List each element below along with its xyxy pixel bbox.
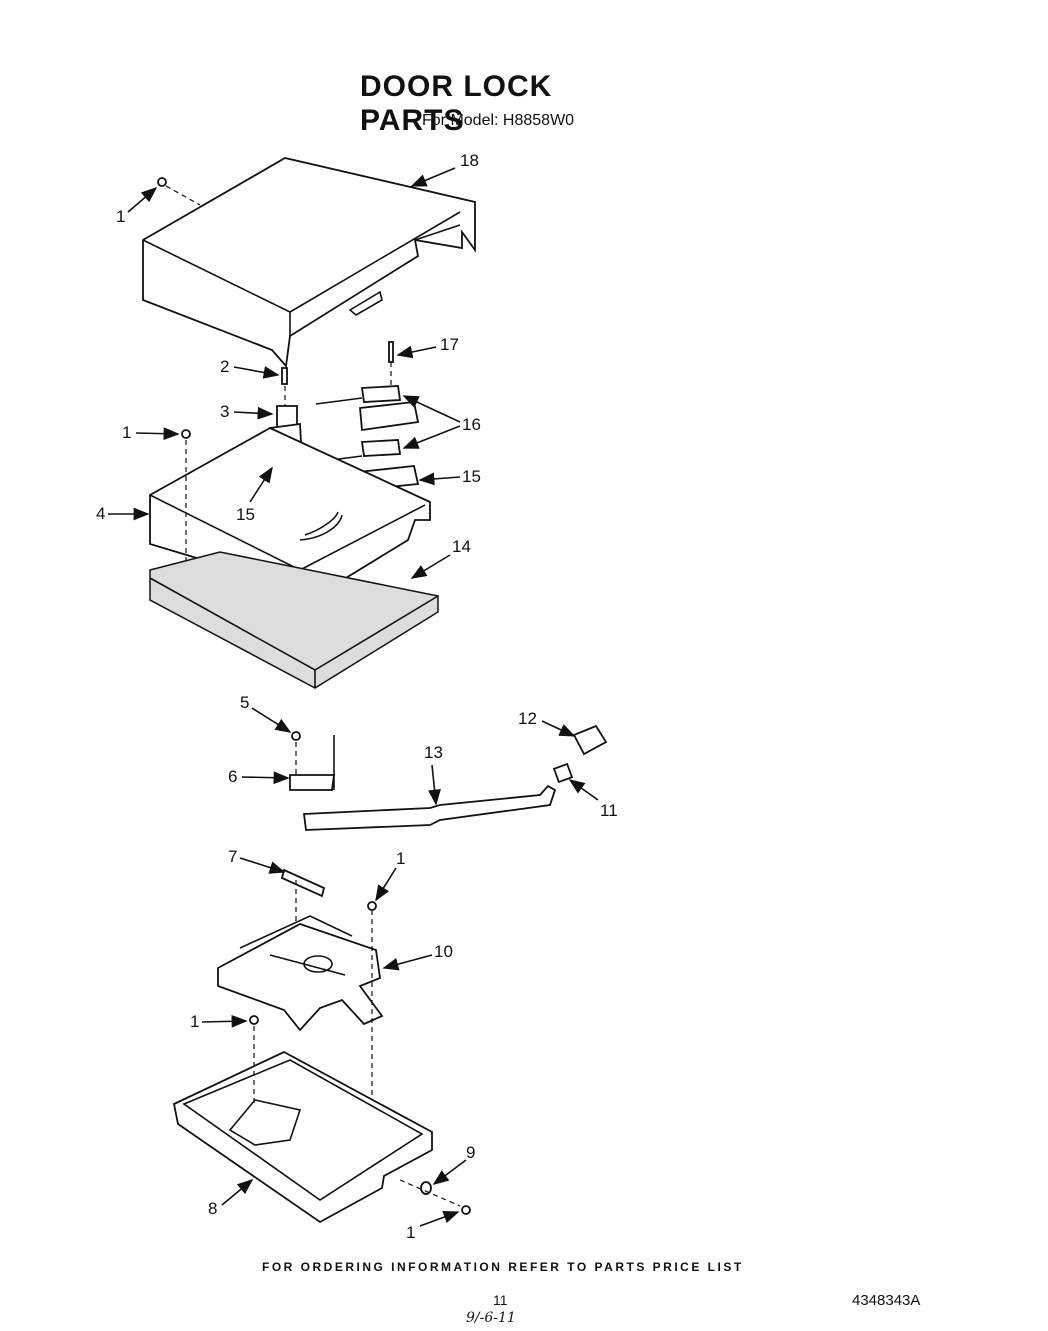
part-16-switch-upper bbox=[315, 385, 420, 432]
part-5-screw bbox=[291, 731, 301, 741]
callout-1: 1 bbox=[116, 207, 125, 226]
callout-labels: 18 1 17 2 3 16 1 15 15 4 14 5 12 13 6 11… bbox=[96, 151, 618, 1242]
part-9-grommet bbox=[420, 1181, 432, 1195]
callout-3: 3 bbox=[220, 402, 229, 421]
part-1-screw-bottom bbox=[461, 1205, 471, 1215]
part-14-insulation bbox=[149, 551, 439, 689]
model-subtitle: For Model: H8858W0 bbox=[422, 112, 575, 129]
part-8-base-tray bbox=[172, 1050, 433, 1224]
callout-17: 17 bbox=[440, 335, 459, 354]
callout-4: 4 bbox=[96, 504, 105, 523]
part-1-screw-left bbox=[181, 429, 191, 439]
callout-15: 15 bbox=[462, 467, 481, 486]
callout-11: 11 bbox=[600, 801, 618, 820]
part-13-rod bbox=[302, 784, 557, 831]
part-7-pin bbox=[280, 868, 326, 898]
part-6-plate bbox=[289, 735, 336, 791]
page-number: 11 bbox=[493, 1292, 508, 1308]
handwritten-note: 9/-6-11 bbox=[466, 1310, 516, 1326]
callout-15: 15 bbox=[236, 505, 255, 524]
part-10-lock-mechanism bbox=[217, 915, 384, 1032]
part-18-cover bbox=[142, 157, 476, 369]
callout-13: 13 bbox=[424, 743, 443, 762]
ordering-note: FOR ORDERING INFORMATION REFER TO PARTS … bbox=[262, 1260, 744, 1274]
part-1-screw-mid bbox=[367, 901, 377, 911]
callout-10: 10 bbox=[434, 942, 453, 961]
callout-6: 6 bbox=[228, 767, 237, 786]
callout-1: 1 bbox=[190, 1012, 199, 1031]
part-17-screw bbox=[388, 341, 394, 363]
part-11-clip bbox=[552, 762, 574, 784]
callout-16: 16 bbox=[462, 415, 481, 434]
callout-14: 14 bbox=[452, 537, 471, 556]
part-12-knob bbox=[572, 724, 608, 756]
callout-1: 1 bbox=[122, 423, 131, 442]
page-title: DOOR LOCK PARTS bbox=[360, 70, 553, 137]
callout-leaders bbox=[108, 167, 599, 1227]
part-1-screw-top bbox=[157, 177, 167, 187]
callout-12: 12 bbox=[518, 709, 537, 728]
callout-1: 1 bbox=[396, 849, 405, 868]
callout-7: 7 bbox=[228, 847, 237, 866]
callout-1: 1 bbox=[406, 1223, 415, 1242]
part-2-screw bbox=[281, 367, 288, 385]
callout-18: 18 bbox=[460, 151, 479, 170]
document-code: 4348343A bbox=[852, 1292, 921, 1309]
callout-9: 9 bbox=[466, 1143, 475, 1162]
callout-2: 2 bbox=[220, 357, 229, 376]
callout-5: 5 bbox=[240, 693, 249, 712]
part-1-screw-lower bbox=[249, 1015, 259, 1025]
callout-8: 8 bbox=[208, 1199, 217, 1218]
